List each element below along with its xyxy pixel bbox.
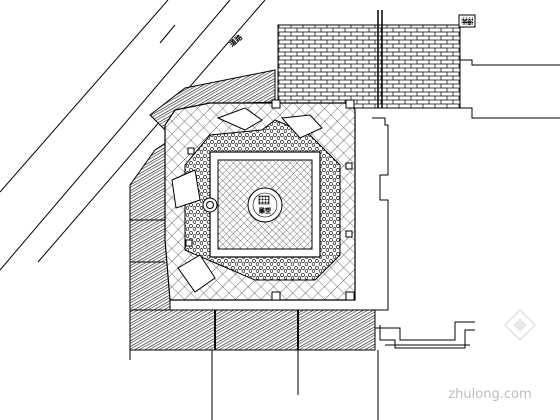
central-sculpture: 雕塑 xyxy=(247,187,283,223)
corner-tag-label: 平台 xyxy=(462,19,472,26)
sculpture-label: 雕塑 xyxy=(258,207,271,215)
watermark-logo-icon xyxy=(504,309,536,341)
corner-planters xyxy=(171,107,323,293)
corner-tag: 平台 xyxy=(458,14,476,28)
dark-paving-west xyxy=(129,139,171,311)
brick-paving-top xyxy=(277,10,461,109)
lower-lines xyxy=(211,350,379,420)
road-lines xyxy=(0,0,266,271)
post-markers xyxy=(185,99,355,301)
road-label: 道路 xyxy=(228,32,245,49)
dark-paving-south xyxy=(129,309,376,360)
watermark-text: zhulong.com xyxy=(448,387,531,402)
